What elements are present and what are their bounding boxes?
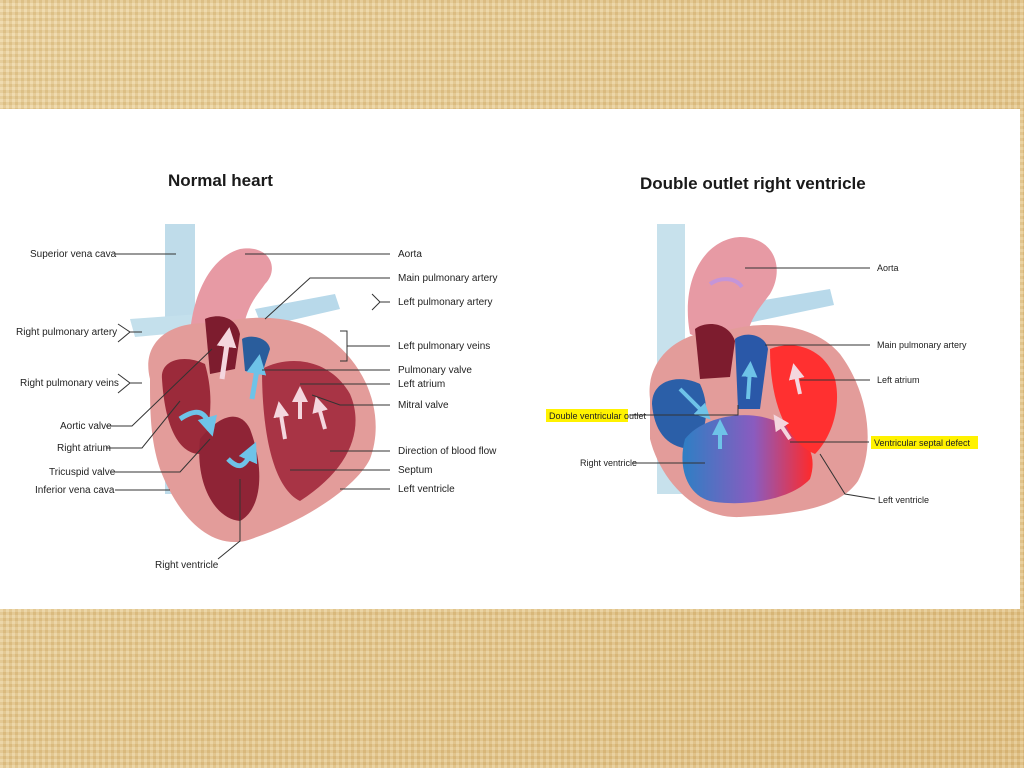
leader-aortic-valve: [106, 348, 213, 427]
label-septum: Septum: [398, 465, 432, 476]
label-ventricular-septal-defect: Ventricular septal defect: [874, 438, 971, 448]
label-superior-vena-cava: Superior vena cava: [30, 249, 117, 260]
leader-dorv-left-ventricle: [819, 453, 876, 500]
label-direction-of-blood-flow: Direction of blood flow: [398, 446, 497, 457]
label-right-pulmonary-artery: Right pulmonary artery: [16, 327, 117, 338]
flow-arrow-ra: [178, 409, 217, 437]
dorv-mixed-ventricle: [682, 415, 813, 504]
right-diagram-title: Double outlet right ventricle: [640, 174, 866, 193]
label-dorv-aorta: Aorta: [877, 263, 899, 273]
flow-arrow-lv-2: [312, 396, 328, 430]
leader-double-ventricular-outlet: [630, 405, 739, 416]
dorv-pulmonary-artery-branch: [740, 289, 834, 323]
label-tricuspid-valve: Tricuspid valve: [49, 467, 116, 478]
heart-diagrams: Normal heart Superior vena cava Right pu…: [16, 171, 978, 571]
label-dorv-main-pulmonary-artery: Main pulmonary artery: [877, 340, 967, 350]
label-left-atrium: Left atrium: [398, 379, 445, 390]
normal-heart-illustration: [130, 224, 376, 543]
left-ventricle-chamber: [262, 361, 356, 501]
highlight-ventricular-septal-defect: [871, 436, 978, 449]
leader-right-atrium: [106, 400, 181, 449]
leader-tricuspid-valve: [110, 438, 211, 473]
diagram-panel: Normal heart Superior vena cava Right pu…: [0, 109, 1020, 609]
label-aorta: Aorta: [398, 249, 422, 260]
normal-heart-labels: Superior vena cava Right pulmonary arter…: [16, 249, 497, 571]
label-right-ventricle: Right ventricle: [155, 560, 219, 571]
label-double-ventricular-outlet: Double ventricular outlet: [549, 411, 647, 421]
flow-arrow-lv-3: [273, 401, 290, 440]
label-right-pulmonary-veins: Right pulmonary veins: [20, 378, 119, 389]
bracket-right-pulmonary-artery: [117, 323, 131, 343]
label-right-atrium: Right atrium: [57, 443, 111, 454]
left-diagram-title: Normal heart: [168, 171, 273, 190]
dorv-flow-arrow-4: [773, 414, 792, 441]
label-dorv-right-ventricle: Right ventricle: [580, 458, 637, 468]
flow-arrow-aorta: [216, 327, 237, 380]
label-pulmonary-valve: Pulmonary valve: [398, 365, 472, 376]
leader-main-pulmonary-artery: [264, 277, 390, 320]
dorv-flow-arrow-2: [741, 361, 758, 400]
label-left-pulmonary-artery: Left pulmonary artery: [398, 297, 493, 308]
label-left-pulmonary-veins: Left pulmonary veins: [398, 341, 490, 352]
label-mitral-valve: Mitral valve: [398, 400, 449, 411]
dorv-flow-arrow-1: [678, 387, 711, 420]
flow-arrow-rv: [226, 441, 258, 469]
leader-mitral-valve: [311, 394, 390, 406]
flow-arrow-pa: [246, 354, 267, 400]
dorv-aortic-root: [695, 324, 735, 379]
bracket-left-pulmonary-artery: [371, 293, 381, 311]
label-left-ventricle: Left ventricle: [398, 484, 455, 495]
bracket-right-pulmonary-veins: [117, 373, 131, 394]
label-main-pulmonary-artery: Main pulmonary artery: [398, 273, 497, 284]
dorv-flow-arrow-6: [708, 277, 744, 289]
dorv-flow-arrow-5: [788, 363, 805, 395]
label-inferior-vena-cava: Inferior vena cava: [35, 485, 115, 496]
label-dorv-left-atrium: Left atrium: [877, 375, 920, 385]
highlight-double-ventricular-outlet: [546, 409, 628, 422]
label-dorv-left-ventricle: Left ventricle: [878, 495, 929, 505]
label-aortic-valve: Aortic valve: [60, 421, 112, 432]
dorv-heart-illustration: [649, 224, 868, 518]
leader-right-ventricle: [217, 479, 241, 560]
dorv-labels: Aorta Main pulmonary artery Left atrium …: [546, 263, 978, 505]
